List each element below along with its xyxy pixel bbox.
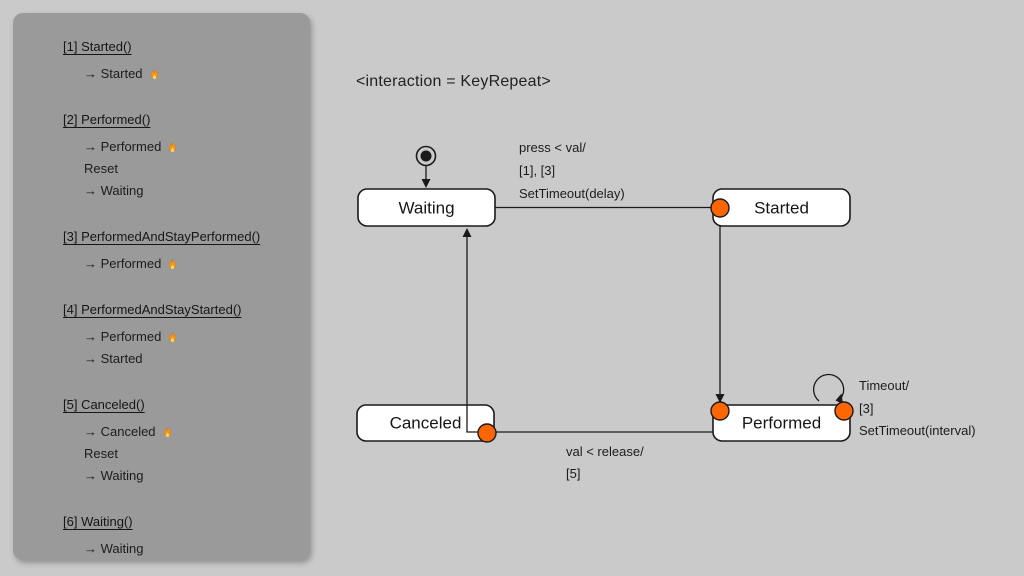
test-case-link[interactable]: [6] Waiting() <box>63 514 133 529</box>
fire-icon <box>163 426 171 437</box>
state-canceled-label: Canceled <box>390 414 462 433</box>
test-step: → Canceled <box>84 421 310 443</box>
test-case-results: → Performed <box>63 253 310 275</box>
test-step-label: → Started <box>84 351 143 366</box>
transition-performed-self[interactable] <box>812 373 845 404</box>
svg-text:SetTimeout(delay): SetTimeout(delay) <box>519 186 625 201</box>
state-performed[interactable]: Performed <box>712 404 851 442</box>
test-case-panel: [1] Started() → Started [2] Performed() … <box>13 13 310 560</box>
test-case-link[interactable]: [2] Performed() <box>63 112 151 127</box>
svg-text:Timeout/: Timeout/ <box>859 378 909 393</box>
fire-icon <box>169 331 177 342</box>
state-started-label: Started <box>754 199 809 218</box>
test-case-link[interactable]: [5] Canceled() <box>63 397 145 412</box>
test-case: [1] Started() → Started <box>63 36 310 85</box>
label-timeout: Timeout/ [3] SetTimeout(interval) <box>859 378 976 438</box>
test-case-results: → Performed → Started <box>63 326 310 370</box>
svg-text:[5]: [5] <box>566 466 580 481</box>
test-step-label: → Performed <box>84 329 162 344</box>
test-case-link[interactable]: [1] Started() <box>63 39 132 54</box>
transition-initial-waiting[interactable] <box>421 166 431 188</box>
transition-performed-canceled-waiting[interactable] <box>462 228 714 433</box>
label-press: press < val/ [1], [3] SetTimeout(delay) <box>519 140 625 201</box>
test-step: → Waiting <box>84 538 310 560</box>
test-step: → Started <box>84 63 310 85</box>
breakpoint-marker-canceled[interactable] <box>477 423 497 443</box>
state-canceled[interactable]: Canceled <box>356 404 495 442</box>
svg-text:SetTimeout(interval): SetTimeout(interval) <box>859 423 976 438</box>
state-diagram: Waiting Started Performed Canceled press… <box>356 140 976 481</box>
test-step-label: → Started <box>84 66 143 81</box>
initial-state-icon[interactable] <box>415 145 437 167</box>
test-step: Reset <box>84 158 310 180</box>
test-case-link[interactable]: [4] PerformedAndStayStarted() <box>63 302 242 317</box>
test-case-results: → Started <box>63 63 310 85</box>
fire-icon <box>150 68 158 79</box>
breakpoint-marker-started[interactable] <box>710 198 730 218</box>
test-case: [6] Waiting() → Waiting <box>63 511 310 560</box>
test-step: Reset <box>84 443 310 465</box>
svg-text:[1], [3]: [1], [3] <box>519 163 555 178</box>
test-step-label: → Canceled <box>84 424 156 439</box>
test-step: → Performed <box>84 136 310 158</box>
svg-text:[3]: [3] <box>859 401 873 416</box>
test-case: [4] PerformedAndStayStarted() → Performe… <box>63 299 310 370</box>
breakpoint-marker-performed-left[interactable] <box>710 401 730 421</box>
test-step-label: → Waiting <box>84 183 144 198</box>
case-list: [1] Started() → Started [2] Performed() … <box>63 36 310 560</box>
test-step: → Performed <box>84 253 310 275</box>
test-step-label: → Performed <box>84 256 162 271</box>
state-performed-label: Performed <box>742 414 821 433</box>
test-step: → Performed <box>84 326 310 348</box>
fire-icon <box>169 258 177 269</box>
svg-text:press < val/: press < val/ <box>519 140 586 155</box>
test-step-label: → Performed <box>84 139 162 154</box>
state-waiting[interactable]: Waiting <box>357 188 496 227</box>
test-step-label: Reset <box>84 161 118 176</box>
label-release: val < release/ [5] <box>566 444 644 481</box>
state-started[interactable]: Started <box>712 188 851 227</box>
state-waiting-label: Waiting <box>398 199 454 218</box>
transition-started-performed[interactable] <box>715 217 725 403</box>
breakpoint-marker-performed-right[interactable] <box>834 401 854 421</box>
svg-text:val < release/: val < release/ <box>566 444 644 459</box>
fire-icon <box>169 141 177 152</box>
test-step: → Waiting <box>84 465 310 487</box>
test-step: → Waiting <box>84 180 310 202</box>
test-case-results: → Waiting <box>63 538 310 560</box>
test-step-label: → Waiting <box>84 541 144 556</box>
test-case: [3] PerformedAndStayPerformed() → Perfor… <box>63 226 310 275</box>
test-case-link[interactable]: [3] PerformedAndStayPerformed() <box>63 229 261 244</box>
test-step: → Started <box>84 348 310 370</box>
diagram-title: <interaction = KeyRepeat> <box>356 73 551 90</box>
test-step-label: → Waiting <box>84 468 144 483</box>
test-step-label: Reset <box>84 446 118 461</box>
